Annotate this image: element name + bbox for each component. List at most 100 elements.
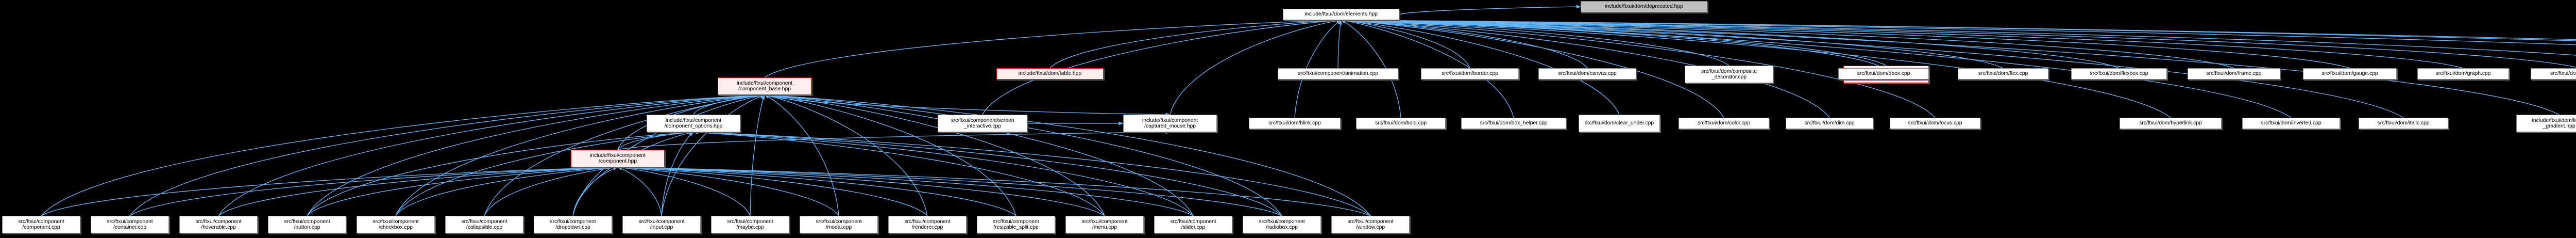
graph-node[interactable]: src/ftxui/component /checkbox.cpp [357,216,435,233]
graph-edge [764,18,1342,78]
graph-node[interactable]: src/ftxui/dom/gauge.cpp [2303,68,2397,80]
graph-node[interactable]: src/ftxui/dom/hyperlink.cpp [2120,118,2222,129]
graph-node[interactable]: src/ftxui/component /radiobox.cpp [1243,216,1321,233]
graph-edge [764,94,928,216]
graph-node-label: src/ftxui/dom/color.cpp [1697,120,1751,126]
graph-node[interactable]: include/ftxui/component /captured_mouse.… [1123,115,1217,132]
graph-edge [1341,19,1724,118]
graph-node-label: src/ftxui/component /button.cpp [284,218,330,230]
graph-node-label: src/ftxui/dom/canvas.cpp [1558,70,1617,77]
graph-node[interactable]: include/ftxui/component /component.hpp [571,150,665,167]
graph-edge [1341,19,1620,115]
graph-edge [764,93,1282,216]
graph-edge [1341,18,1936,118]
graph-edge [764,93,1371,216]
graph-node[interactable]: src/ftxui/dom/graph.cpp [2417,68,2509,80]
graph-node-label: src/ftxui/component /input.cpp [638,218,685,230]
graph-node[interactable]: src/ftxui/dom/blink.cpp [1249,118,1341,129]
graph-node[interactable]: src/ftxui/component /resizable_split.cpp [977,216,1055,233]
graph-node[interactable]: include/ftxui/dom/elements.hpp [1283,9,1399,20]
graph-edge [41,165,618,216]
graph-node[interactable]: include/ftxui/dom/table.hpp [996,68,1104,80]
graph-node-label: src/ftxui/dom/gridbox.cpp [2550,70,2576,77]
graph-edge [617,165,1371,216]
graph-edge [617,166,751,216]
graph-node[interactable]: src/ftxui/dom/composite _decorator.cpp [1685,66,1773,83]
graph-node-label: src/ftxui/dom/box_helper.cpp [1480,120,1548,126]
graph-node[interactable]: src/ftxui/component /maybe.cpp [711,216,789,233]
graph-node[interactable]: src/ftxui/component /container.cpp [91,216,169,233]
graph-node-label: src/ftxui/dom/graph.cpp [2435,70,2491,77]
graph-edge [1341,18,1830,118]
graph-edge [129,165,618,216]
graph-edge [617,165,1282,216]
graph-node[interactable]: src/ftxui/component /modal.cpp [800,216,878,233]
graph-node-label: src/ftxui/dom/flex.cpp [1978,70,2028,77]
graph-node[interactable]: src/ftxui/dom/frame.cpp [2188,68,2280,80]
graph-node-label: src/ftxui/dom/gauge.cpp [2321,70,2378,77]
graph-edge [1170,19,1342,115]
graph-edge [1341,18,2234,69]
graph-node-label: src/ftxui/dom/inverted.cpp [2261,120,2321,126]
graph-node[interactable]: src/ftxui/dom/canvas.cpp [1538,68,1636,80]
graph-node[interactable]: src/ftxui/dom/border.cpp [1421,68,1519,80]
graph-node-label: include/ftxui/component /component_optio… [664,117,723,129]
graph-node[interactable]: src/ftxui/component /dropdown.cpp [534,216,612,233]
graph-edge [1341,18,2404,118]
graph-edge [1341,20,1401,118]
graph-node-label: include/ftxui/dom/table.hpp [1018,70,1082,77]
graph-node-label: src/ftxui/component /resizable_split.cpp [993,218,1039,230]
graph-edge [617,165,928,216]
graph-node[interactable]: src/ftxui/dom/dbox.cpp [1838,68,1929,80]
graph-node[interactable]: src/ftxui/component /input.cpp [622,216,701,233]
graph-node[interactable]: include/ftxui/dom/linear _gradient.hpp [2516,115,2576,132]
graph-edge [41,93,765,216]
graph-node[interactable]: include/ftxui/component /component_optio… [647,115,740,132]
graph-node[interactable]: src/ftxui/dom/box_helper.cpp [1461,118,1566,129]
graph-node[interactable]: src/ftxui/component /renderer.cpp [888,216,967,233]
graph-node[interactable]: src/ftxui/dom/gridbox.cpp [2531,68,2576,80]
graph-edge [1341,18,2120,69]
graph-edge [395,131,694,216]
graph-node[interactable]: src/ftxui/component /slider.cpp [1154,216,1232,233]
graph-node[interactable]: src/ftxui/dom/bold.cpp [1356,118,1446,129]
graph-edge [395,93,765,216]
graph-edge [307,131,694,216]
graph-edge [1337,20,1342,69]
graph-edge [693,130,1194,216]
graph-node[interactable]: src/ftxui/component /window.cpp [1331,216,1410,233]
graph-edge [307,93,765,216]
graph-node-label: src/ftxui/dom/blink.cpp [1268,120,1321,126]
graph-node[interactable]: src/ftxui/component /component.cpp [2,216,80,233]
graph-node[interactable]: src/ftxui/dom/italic.cpp [2359,118,2448,129]
graph-node[interactable]: src/ftxui/dom/flexbox.cpp [2071,68,2167,80]
graph-node[interactable]: src/ftxui/component /hoverable.cpp [179,216,258,233]
graph-node[interactable]: src/ftxui/dom/dim.cpp [1786,118,1873,129]
graph-node[interactable]: src/ftxui/dom/clear_under.cpp [1579,115,1660,132]
graph-node[interactable]: include/ftxui/dom/deprecated.hpp [1581,1,1707,12]
graph-edge [1341,18,2292,118]
graph-edge [1341,18,2576,56]
graph-node-label: src/ftxui/component /component.cpp [18,218,64,230]
graph-edge [218,165,618,216]
graph-node[interactable]: src/ftxui/component /menu.cpp [1065,216,1144,233]
graph-node[interactable]: src/ftxui/dom/inverted.cpp [2242,118,2340,129]
graph-node[interactable]: src/ftxui/component /button.cpp [268,216,346,233]
graph-node-label: src/ftxui/dom/italic.cpp [2377,120,2430,126]
graph-node[interactable]: src/ftxui/dom/color.cpp [1679,118,1769,129]
graph-edge [617,165,1016,216]
graph-edge [617,165,1105,216]
graph-node[interactable]: include/ftxui/component /component_base.… [718,77,811,95]
graph-node-label: src/ftxui/component /radiobox.cpp [1259,218,1305,230]
graph-node-label: src/ftxui/dom/clear_under.cpp [1584,120,1654,126]
graph-node[interactable]: src/ftxui/dom/focus.cpp [1890,118,1980,129]
graph-node[interactable]: src/ftxui/component/animation.cpp [1278,68,1398,80]
graph-node[interactable]: src/ftxui/dom/flex.cpp [1958,68,2048,80]
graph-edge [617,130,1171,150]
graph-edge [982,19,1342,115]
graph-node-label: src/ftxui/component /maybe.cpp [727,218,773,230]
graph-node[interactable]: src/ftxui/component/screen _interactive.… [938,115,1027,132]
graph-node[interactable]: src/ftxui/component /collapsible.cpp [445,216,523,233]
